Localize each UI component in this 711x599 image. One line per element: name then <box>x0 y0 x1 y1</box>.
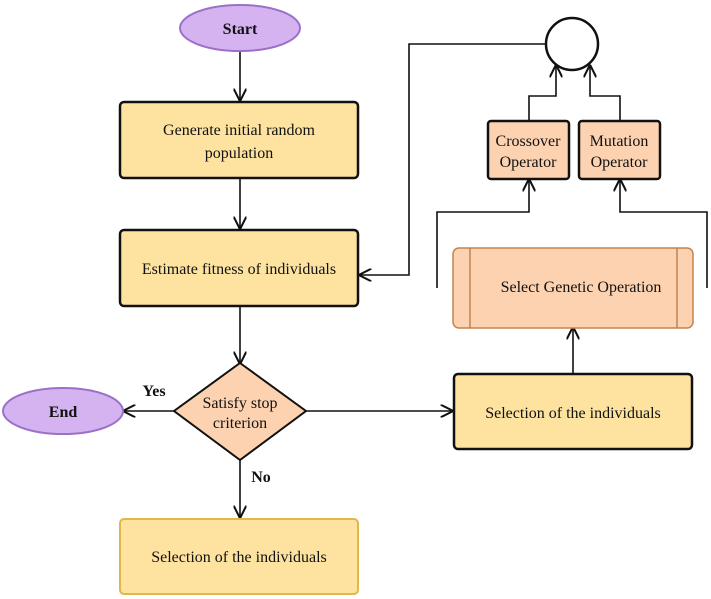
estimate-label: Estimate fitness of individuals <box>142 261 336 278</box>
selection-right-box <box>452 372 694 451</box>
decision-label-line1: Satisfy stop <box>202 395 277 412</box>
decision-node: Satisfy stop criterion <box>172 361 308 462</box>
select-genetic-node: Select Genetic Operation <box>452 247 694 329</box>
no-label: No <box>251 469 271 486</box>
selection-bottom-label: Selection of the individuals <box>151 549 327 566</box>
crossover-label-line1: Crossover <box>496 133 562 150</box>
mutation-label-line1: Mutation <box>590 133 649 150</box>
crossover-node: Crossover Operator <box>486 119 571 181</box>
selection-right-label: Selection of the individuals <box>485 405 661 422</box>
mutation-box <box>577 119 662 181</box>
start-oval <box>179 4 301 52</box>
edge-crossover-to-junction <box>528 66 556 120</box>
yes-label: Yes <box>142 383 165 400</box>
edge-mutation-to-junction <box>590 66 621 120</box>
generate-label-line2: population <box>205 145 273 162</box>
end-oval <box>2 387 124 435</box>
selection-right-node: Selection of the individuals <box>452 372 694 451</box>
connectors <box>124 43 708 517</box>
start-node: Start <box>179 4 301 52</box>
generate-label-line1: Generate initial random <box>163 122 315 139</box>
estimate-box <box>118 228 360 308</box>
mutation-node: Mutation Operator <box>577 119 662 181</box>
crossover-label-line2: Operator <box>500 154 558 171</box>
edge-genetic-to-mutation <box>620 180 708 288</box>
selection-bottom-node: Selection of the individuals <box>119 518 359 595</box>
mutation-label-line2: Operator <box>591 154 649 171</box>
decision-label-line2: criterion <box>213 415 267 432</box>
generate-box <box>118 100 360 180</box>
decision-diamond <box>172 361 308 462</box>
end-label: End <box>49 404 78 421</box>
crossover-box <box>486 119 571 181</box>
end-node: End <box>2 387 124 435</box>
edge-junction-to-estimate <box>360 43 546 275</box>
start-label: Start <box>223 21 258 38</box>
selection-bottom-box <box>119 518 359 595</box>
generate-node: Generate initial random population <box>118 100 360 180</box>
edge-genetic-to-crossover <box>436 180 529 288</box>
select-genetic-box <box>452 247 694 329</box>
estimate-node: Estimate fitness of individuals <box>118 228 360 308</box>
junction-circle <box>544 16 600 72</box>
select-genetic-label: Select Genetic Operation <box>501 279 662 296</box>
